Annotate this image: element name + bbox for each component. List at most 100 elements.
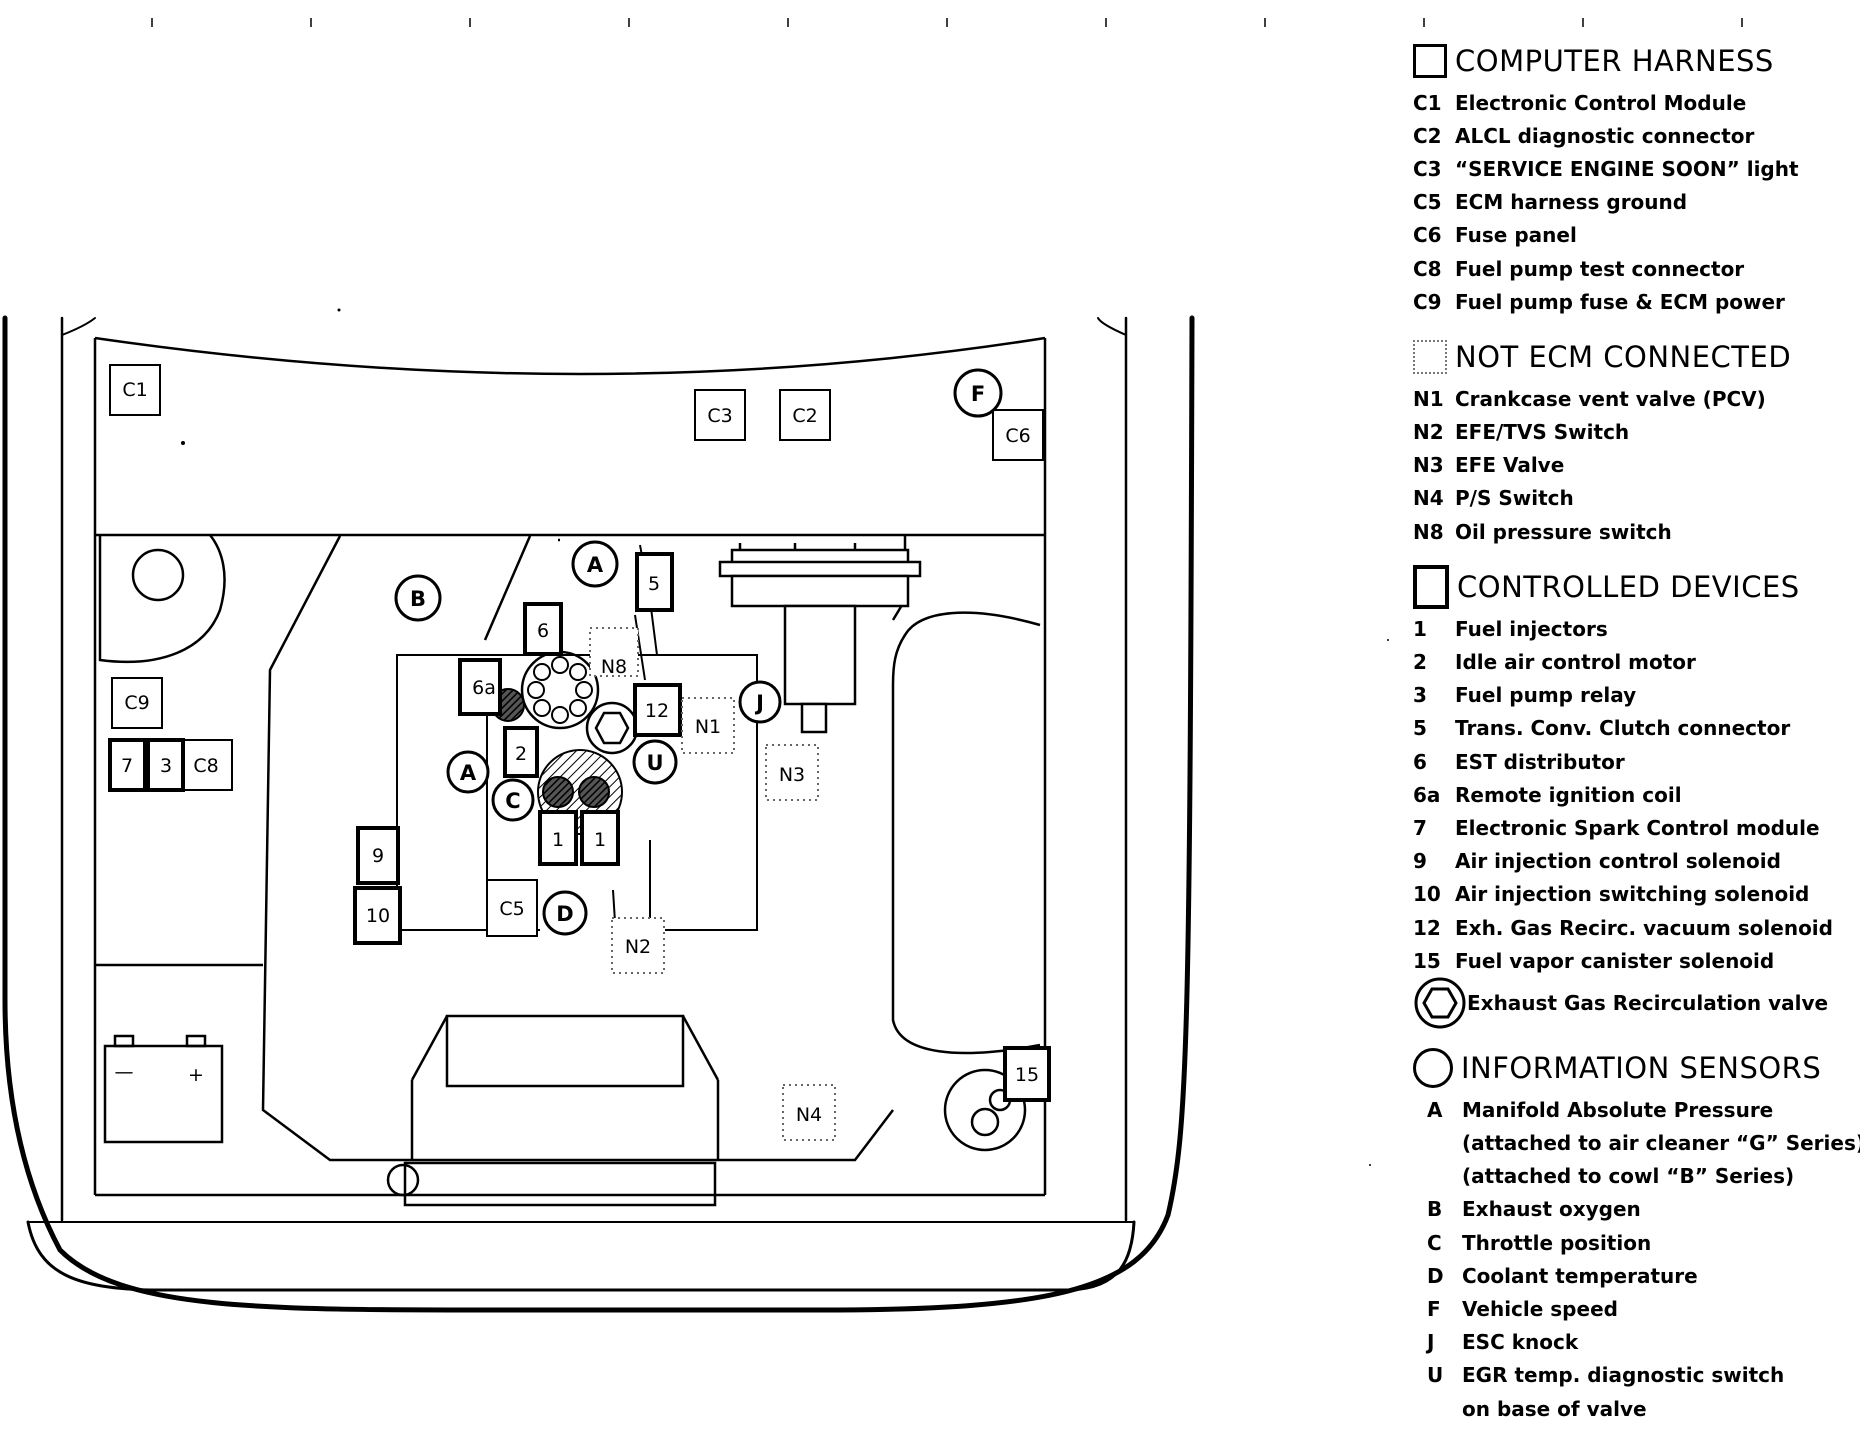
sensor-j: J (754, 691, 764, 715)
device-9: 9 (372, 845, 384, 867)
radiator (386, 1014, 720, 1207)
battery (103, 1034, 224, 1144)
information-sensors (394, 368, 1003, 936)
sensor-u: U (646, 751, 663, 775)
device-15: 15 (1015, 1064, 1039, 1086)
egr-valve (585, 701, 639, 755)
n1-component: N1 (695, 716, 721, 738)
top-ticks (151, 18, 1743, 27)
c5-connector: C5 (499, 898, 524, 920)
sensor-b: B (410, 587, 426, 611)
c6-connector: C6 (1005, 425, 1030, 447)
brake-master-cylinder (131, 548, 185, 602)
n4-component: N4 (796, 1104, 822, 1126)
sensor-a-top: A (587, 553, 604, 577)
section-title: CONTROLLED DEVICES (1457, 570, 1800, 605)
list-item: on base of valve (1462, 1396, 1647, 1421)
circle-symbol-icon (1413, 1048, 1453, 1089)
device-6: 6 (537, 620, 549, 642)
battery-minus: — (115, 1061, 134, 1083)
air-intake (718, 543, 922, 734)
section-title: NOT ECM CONNECTED (1455, 340, 1792, 375)
device-5: 5 (648, 573, 660, 595)
dotted-box-symbol-icon (1413, 340, 1447, 375)
harness-connectors (109, 364, 1044, 937)
harness-wires (612, 614, 646, 923)
c9-connector: C9 (124, 692, 149, 714)
vapor-canister (943, 1068, 1027, 1152)
section-title: INFORMATION SENSORS (1461, 1051, 1822, 1086)
section-title: COMPUTER HARNESS (1455, 44, 1774, 78)
n8-component: N8 (601, 656, 627, 678)
egr-legend-text: Exhaust Gas Recirculation valve (1467, 991, 1829, 1016)
egr-valve-symbol-icon (1414, 977, 1466, 1029)
device-1-left: 1 (552, 829, 564, 851)
n2-component: N2 (625, 936, 651, 958)
list-item: (attached to cowl “B” Series) (1462, 1164, 1795, 1189)
n3-component: N3 (779, 764, 805, 786)
list-item: (attached to air cleaner “G” Series) (1462, 1131, 1860, 1156)
device-3: 3 (160, 755, 172, 777)
distributor (520, 650, 600, 730)
list-item: C3“SERVICE ENGINE SOON” light (1413, 156, 1799, 181)
sensor-d: D (556, 902, 573, 926)
battery-plus: + (188, 1064, 204, 1086)
car-body (2, 315, 1195, 1313)
egr-legend-row: Exhaust Gas Recirculation valve (1413, 977, 1853, 1029)
thick-box-symbol-icon (1413, 565, 1449, 610)
c1-connector: C1 (122, 379, 147, 401)
c3-connector: C3 (707, 405, 732, 427)
device-2: 2 (515, 743, 527, 765)
device-6a: 6a (472, 677, 496, 699)
controlled-devices (108, 552, 1051, 1102)
device-7: 7 (121, 755, 133, 777)
sensor-c: C (505, 789, 520, 813)
sensor-f: F (971, 382, 985, 406)
thin-box-symbol-icon (1413, 44, 1447, 78)
sensor-a-lower: A (460, 761, 477, 785)
cowl-panel (93, 336, 1047, 1197)
device-10: 10 (366, 905, 390, 927)
c2-connector: C2 (792, 405, 817, 427)
device-12: 12 (645, 700, 669, 722)
scan-dots (181, 308, 1389, 1166)
device-1-right: 1 (594, 829, 606, 851)
not-ecm-devices (589, 627, 836, 1141)
c8-connector: C8 (193, 755, 218, 777)
